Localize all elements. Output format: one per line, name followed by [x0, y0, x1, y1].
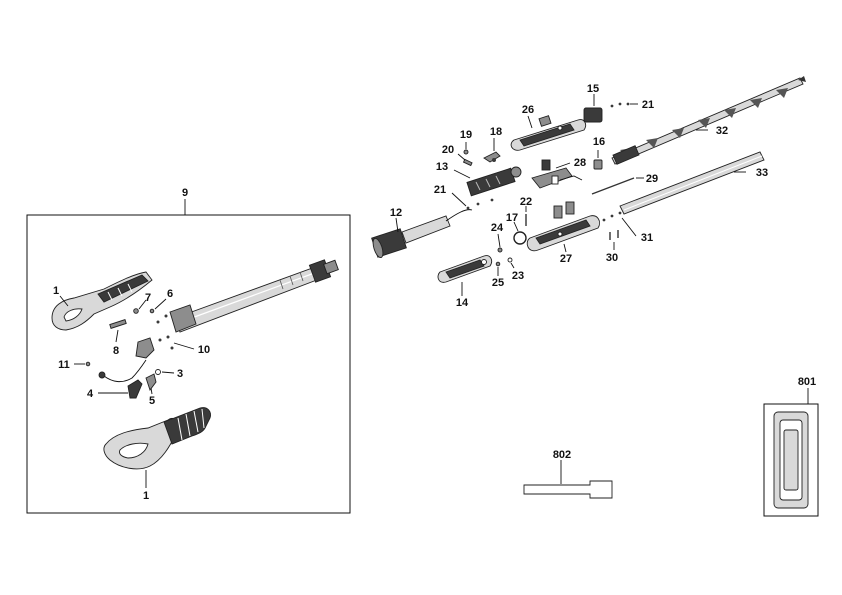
- callout-802: 802: [553, 449, 571, 461]
- callout-1-lower: 1: [143, 490, 149, 502]
- callout-33: 33: [756, 167, 768, 179]
- blade-cover-part-33: [619, 151, 765, 215]
- callout-21-mid: 21: [434, 184, 446, 196]
- callout-20: 20: [442, 144, 454, 156]
- tool-part-802: [523, 480, 613, 499]
- screw-part-19: [463, 149, 469, 155]
- callout-28: 28: [574, 157, 586, 169]
- assembly-9-group: 9 1 7: [26, 187, 351, 514]
- callout-14: 14: [456, 297, 469, 309]
- washer-part-23: [507, 257, 513, 263]
- screws-part-30: [609, 230, 619, 240]
- block-part-15: [583, 107, 603, 123]
- callout-801: 801: [798, 376, 816, 388]
- callout-18: 18: [490, 126, 502, 138]
- callout-21-top: 21: [642, 99, 654, 111]
- washer-part-24: [497, 247, 503, 253]
- hang-bracket-part-801: [773, 411, 809, 509]
- clip-part-18: [483, 151, 501, 163]
- screws-part-21-mid: [466, 198, 494, 210]
- gearbox-housing-part-27: [526, 201, 601, 252]
- callout-27: 27: [560, 253, 572, 265]
- pole-tube: [169, 259, 339, 333]
- callout-23: 23: [512, 270, 524, 282]
- callout-7: 7: [145, 292, 151, 304]
- washer-part-25: [495, 261, 501, 267]
- gear-assembly-part-28: [531, 159, 583, 189]
- callout-12: 12: [390, 207, 402, 219]
- trigger-part-4: [127, 379, 143, 399]
- switch-part-8: [109, 319, 127, 329]
- callout-9: 9: [182, 187, 188, 199]
- callout-11: 11: [58, 359, 70, 371]
- callout-26: 26: [522, 104, 534, 116]
- accessory-801-group: 801: [763, 376, 819, 517]
- screw-part-6: [149, 308, 155, 314]
- callout-10: 10: [198, 344, 210, 356]
- callout-30: 30: [606, 252, 618, 264]
- callout-17: 17: [506, 212, 518, 224]
- screw-part-7: [133, 308, 139, 314]
- drive-rod-part-29: [591, 177, 635, 195]
- blade-part-32: [611, 76, 806, 165]
- ring-part-17: [513, 231, 527, 245]
- callout-22: 22: [520, 196, 532, 208]
- assembly-9-frame: [26, 214, 351, 514]
- callout-24: 24: [491, 222, 504, 234]
- callout-3: 3: [177, 368, 183, 380]
- callout-29: 29: [646, 173, 658, 185]
- screws-part-31: [602, 211, 622, 222]
- gearbox-cover-part-26: [510, 115, 587, 151]
- callout-8: 8: [113, 345, 119, 357]
- accessory-801-frame: [763, 403, 819, 517]
- callout-25: 25: [492, 277, 504, 289]
- spring-part-3: [155, 369, 161, 375]
- callout-4: 4: [87, 388, 94, 400]
- screw-part-11: [85, 361, 91, 367]
- callout-15: 15: [587, 83, 599, 95]
- bracket-part-10: [135, 314, 174, 359]
- screws-part-21-top: [610, 102, 630, 108]
- callout-5: 5: [149, 395, 155, 407]
- callout-32: 32: [716, 125, 728, 137]
- callout-1-upper: 1: [53, 285, 59, 297]
- lock-off-part-5: [145, 373, 157, 391]
- callout-31: 31: [641, 232, 653, 244]
- coupling-part-12: [371, 209, 473, 259]
- front-handle-part-1: [103, 407, 211, 470]
- pin-part-20: [462, 158, 473, 167]
- callout-19: 19: [460, 129, 472, 141]
- callout-16: 16: [593, 136, 605, 148]
- callout-13: 13: [436, 161, 448, 173]
- accessory-802-group: 802: [523, 449, 613, 499]
- rear-handle-part-1: [51, 271, 153, 331]
- motor-part-13: [466, 166, 522, 197]
- bushing-part-16: [593, 159, 603, 170]
- callout-6: 6: [167, 288, 173, 300]
- cover-plate-part-14: [437, 255, 493, 283]
